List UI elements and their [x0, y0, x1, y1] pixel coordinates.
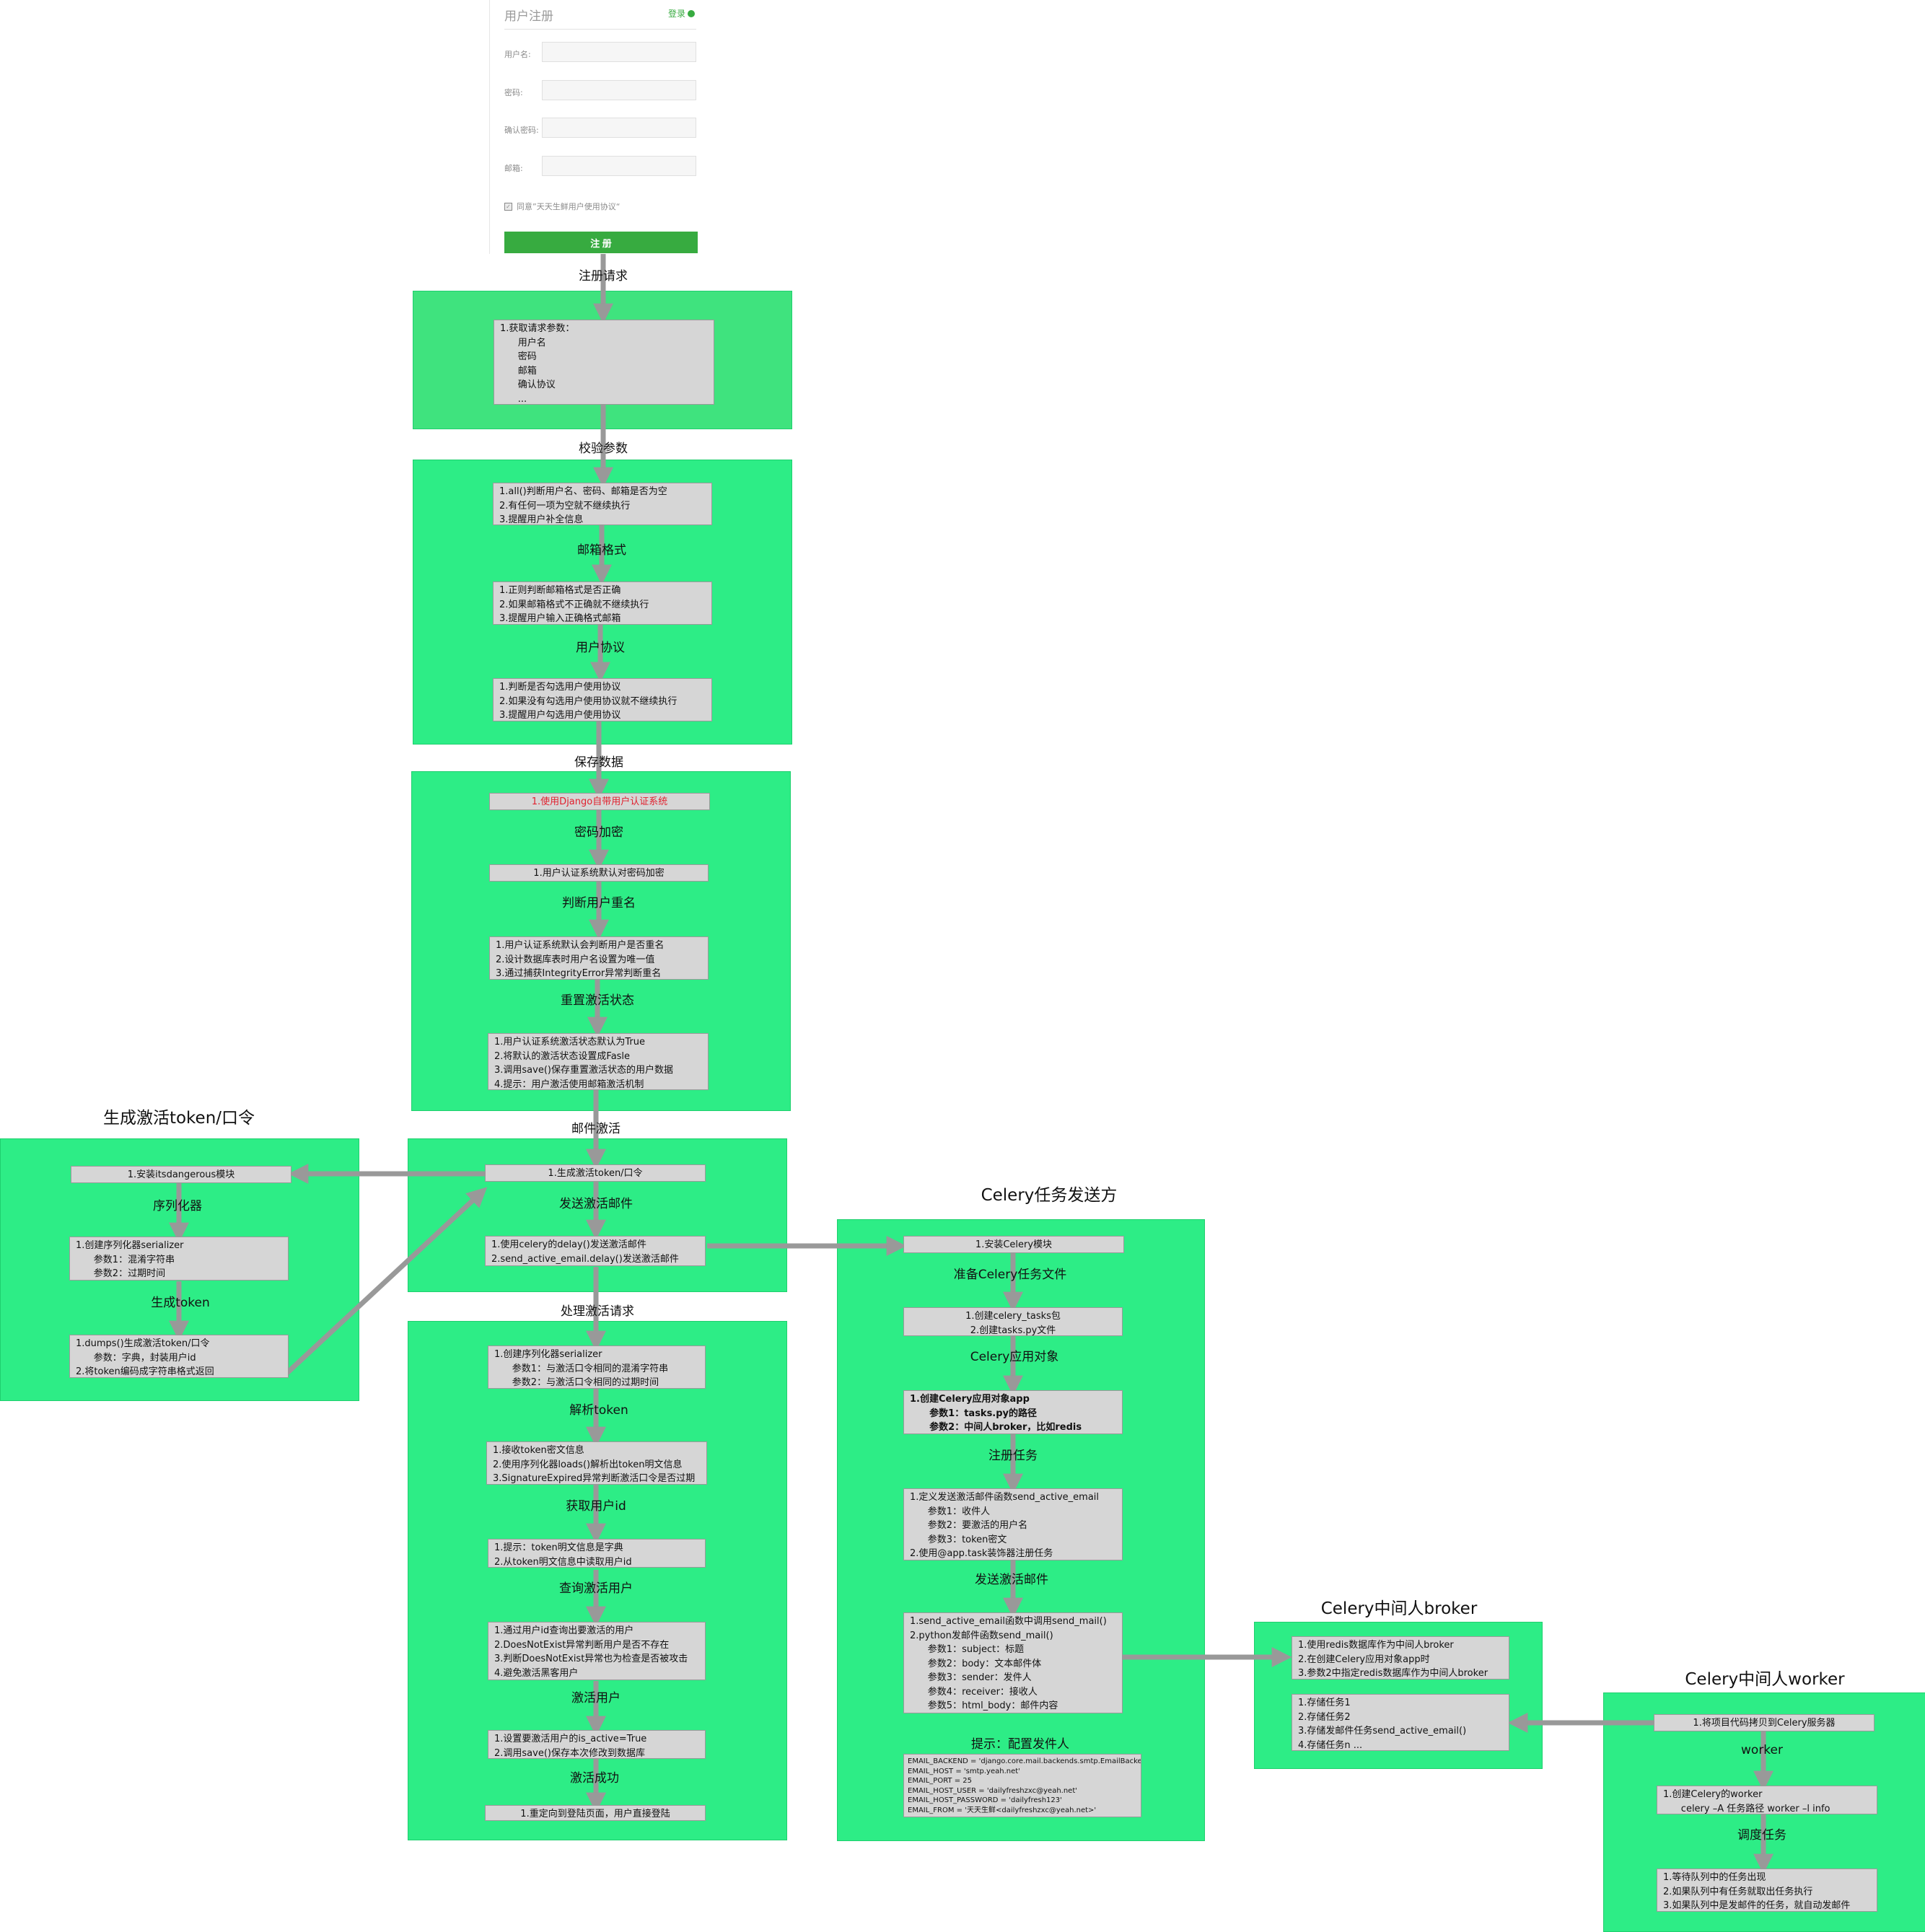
validate-label: 校验参数: [579, 442, 628, 456]
broker-note-1: 1.使用redis数据库作为中间人broker 2.在创建Celery应用对象a…: [1292, 1636, 1509, 1679]
register-form: 用户注册 登录 用户名: 密码: 确认密码: 邮箱: ✓ 同意”天天生鲜用户使用协…: [489, 0, 701, 254]
worker-label: worker: [1741, 1743, 1783, 1757]
username-label: 用户名:: [504, 50, 531, 59]
app-label: Celery应用对象: [970, 1350, 1059, 1364]
gen-token-note: 1.生成激活token/口令: [485, 1164, 706, 1182]
worker-title: Celery中间人worker: [1685, 1670, 1845, 1689]
validate-note: 1.all()判断用户名、密码、邮箱是否为空 2.有任何一项为空就不继续执行 3…: [493, 483, 712, 525]
mail-activate-panel: [408, 1138, 787, 1292]
broker-note-2: 1.存储任务1 2.存储任务2 3.存储发邮件任务send_active_ema…: [1292, 1694, 1509, 1751]
handle-label: 处理激活请求: [561, 1304, 634, 1319]
token-panel-title: 生成激活token/口令: [102, 1109, 255, 1128]
worker-note: 1.创建Celery的worker celery –A 任务路径 worker …: [1657, 1786, 1877, 1814]
form-divider: [504, 29, 696, 30]
dispatch-label: 调度任务: [1737, 1828, 1786, 1843]
mail-activate-label: 邮件激活: [571, 1122, 621, 1136]
query-note: 1.通过用户id查询出要激活的用户 2.DoesNotExist异常判断用户是否…: [488, 1622, 706, 1680]
agree-row: ✓ 同意”天天生鲜用户使用协议“: [504, 201, 620, 212]
login-link-label[interactable]: 登录: [667, 9, 685, 19]
dispatch-note: 1.等待队列中的任务出现 2.如果队列中有任务就取出任务执行 3.如果队列中是发…: [1657, 1869, 1877, 1912]
agree-checkbox[interactable]: ✓: [504, 202, 512, 211]
username-input[interactable]: [542, 42, 696, 62]
request-note: 1.获取请求参数： 用户名 密码 邮箱 确认协议 ...: [494, 320, 714, 405]
dup-note: 1.用户认证系统默认会判断用户是否重名 2.设计数据库表时用户名设置为唯一值 3…: [489, 936, 709, 980]
reset-note: 1.用户认证系统激活状态默认为True 2.将默认的激活状态设置成Fasle 3…: [488, 1033, 709, 1090]
parse-note: 1.接收token密文信息 2.使用序列化器loads()解析出token明文信…: [486, 1441, 707, 1485]
celery-send-label: 发送激活邮件: [975, 1573, 1048, 1587]
agree-text: 同意”天天生鲜用户使用协议“: [517, 202, 621, 211]
activate-label: 激活用户: [571, 1691, 621, 1705]
prepare-note: 1.创建celery_tasks包 2.创建tasks.py文件: [903, 1307, 1123, 1336]
password-label: 密码:: [504, 88, 523, 97]
config-label: 提示：配置发件人: [971, 1737, 1069, 1752]
getid-label: 获取用户id: [566, 1499, 626, 1514]
gen-token-label: 生成token: [151, 1296, 210, 1310]
activate-note: 1.设置要激活用户的is_active=True 2.调用save()保存本次修…: [488, 1730, 706, 1759]
getid-note: 1.提示：token明文信息是字典 2.从token明文信息中读取用户id: [488, 1539, 706, 1568]
protocol-label: 用户协议: [576, 641, 625, 655]
celery-install-note: 1.安装Celery模块: [903, 1236, 1124, 1253]
reset-label: 重置激活状态: [561, 993, 634, 1008]
parse-label: 解析token: [569, 1403, 628, 1418]
celery-sender-title: Celery任务发送方: [981, 1186, 1118, 1205]
gen-token-detail-note: 1.dumps()生成激活token/口令 参数：字典，封装用户id 2.将to…: [69, 1335, 289, 1378]
broker-title: Celery中间人broker: [1320, 1599, 1478, 1618]
success-note: 1.重定向到登陆页面，用户直接登陆: [485, 1805, 706, 1821]
login-link[interactable]: 登录: [668, 7, 695, 19]
protocol-note: 1.判断是否勾选用户使用协议 2.如果没有勾选用户使用协议就不继续执行 3.提醒…: [493, 678, 712, 721]
form-title: 用户注册: [504, 9, 553, 24]
serializer-note: 1.创建序列化器serializer 参数1：混淆字符串 参数2：过期时间: [69, 1237, 289, 1281]
success-label: 激活成功: [570, 1771, 619, 1786]
encrypt-label: 密码加密: [574, 825, 623, 840]
email-format-label: 邮箱格式: [577, 543, 626, 558]
send-mail-note: 1.使用celery的delay()发送激活邮件 2.send_active_e…: [485, 1236, 706, 1266]
save-note: 1.使用Django自带用户认证系统: [489, 793, 710, 810]
confirm-password-input[interactable]: [542, 118, 696, 138]
app-note: 1.创建Celery应用对象app 参数1：tasks.py的路径 参数2：中间…: [903, 1390, 1123, 1434]
prepare-label: 准备Celery任务文件: [953, 1268, 1067, 1282]
serializer-label: 序列化器: [153, 1199, 202, 1213]
password-input[interactable]: [542, 80, 696, 100]
arrow-circle-icon: [688, 9, 695, 17]
register-label: 注册任务: [988, 1449, 1038, 1463]
register-note: 1.定义发送激活邮件函数send_active_email 参数1：收件人 参数…: [903, 1488, 1123, 1560]
encrypt-note: 1.用户认证系统默认对密码加密: [489, 864, 709, 882]
register-button[interactable]: 注 册: [504, 232, 698, 253]
save-label: 保存数据: [574, 755, 623, 770]
confirm-password-label: 确认密码:: [504, 126, 539, 135]
config-note: EMAIL_BACKEND = 'django.core.mail.backen…: [903, 1754, 1141, 1817]
request-label: 注册请求: [579, 269, 628, 284]
email-format-note: 1.正则判断邮箱格式是否正确 2.如果邮箱格式不正确就不继续执行 3.提醒用户输…: [493, 581, 712, 625]
itsdangerous-note: 1.安装itsdangerous模块: [71, 1166, 291, 1183]
email-label: 邮箱:: [504, 164, 523, 173]
worker-copy-note: 1.将项目代码拷贝到Celery服务器: [1654, 1714, 1874, 1731]
email-input[interactable]: [542, 156, 696, 176]
query-label: 查询激活用户: [559, 1581, 633, 1596]
handle-note: 1.创建序列化器serializer 参数1：与激活口令相同的混淆字符串 参数2…: [488, 1345, 706, 1389]
dup-label: 判断用户重名: [562, 896, 636, 910]
send-mail-label: 发送激活邮件: [559, 1197, 633, 1211]
celery-send-note: 1.send_active_email函数中调用send_mail() 2.py…: [903, 1612, 1123, 1713]
